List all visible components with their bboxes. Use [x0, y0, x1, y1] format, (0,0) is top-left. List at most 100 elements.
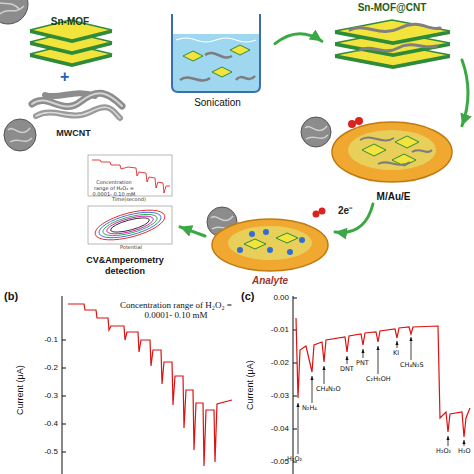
pointer-arrow: [448, 436, 449, 446]
analyte-dot: [237, 247, 243, 253]
node-label: Sn-MOF@CNT: [358, 2, 427, 14]
plot-label: (b): [4, 290, 18, 303]
cv-loop: [101, 210, 159, 240]
plot-label: N₂H₄: [302, 405, 317, 412]
plot-label: DNT: [340, 366, 354, 373]
pointer-arrow: [312, 376, 313, 403]
plot-label: Time(second): [112, 197, 146, 203]
cnt-tubes: [32, 93, 122, 118]
plot-label: H₂O₂: [287, 456, 302, 463]
sonication-beaker: [172, 14, 260, 92]
cnt-tube: [360, 137, 432, 164]
process-node: MWCNT: [22, 88, 125, 140]
axis-title: Current (μA): [15, 365, 25, 415]
process-arrow: [275, 34, 322, 44]
y-axis: [293, 296, 294, 474]
plot-label: KI: [393, 350, 399, 357]
pointer-arrow: [378, 346, 379, 374]
y-axis: [62, 296, 63, 474]
process-node: Analyte: [205, 208, 335, 288]
cv-loop: [92, 204, 168, 246]
plot-label: -0.4: [44, 419, 58, 428]
plot-label: CH₄N₂S: [400, 362, 424, 369]
mof-flake: [276, 233, 298, 243]
cnt-tube: [350, 24, 440, 51]
node-label: Analyte: [252, 275, 288, 287]
modified-electrode: [332, 117, 452, 182]
plot-label: -0.5: [44, 447, 58, 456]
pointer-arrow: [464, 440, 465, 446]
sem-image: [0, 0, 28, 24]
node-label: CV&Amperometry detection: [73, 255, 177, 276]
plot-label: Concentration range of H₂O₂ = 0.0001- 0.…: [91, 180, 137, 197]
cnt-tube: [36, 107, 120, 118]
cv-loop: [109, 215, 150, 235]
oxygen-molecule: [355, 117, 363, 125]
pointer-arrows: [298, 337, 464, 454]
mof-flake: [362, 144, 386, 156]
plot-label: H₂O: [458, 448, 471, 455]
node-label: Sonication: [194, 97, 241, 109]
analyte-dot: [267, 247, 273, 253]
sem-texture: [0, 0, 24, 14]
process-arrow: [335, 204, 373, 232]
process-node: Sonication: [160, 8, 275, 110]
process-arrow: [180, 227, 205, 236]
mof-stack: [30, 20, 112, 67]
pointer-arrow: [411, 337, 412, 360]
gold-electrode: [212, 219, 328, 271]
node-label: Sn-MOF: [51, 16, 89, 28]
oxygen-molecule: [348, 120, 356, 128]
analyte-dot: [287, 249, 293, 255]
plot-label: PNT: [356, 360, 369, 367]
plot-label: CH₄N₂O: [316, 386, 341, 393]
plot-label: H₂O₂: [436, 448, 451, 455]
beaker-outline: [172, 14, 260, 92]
sem-image: [4, 119, 36, 151]
pointer-arrow: [298, 403, 299, 454]
plot-label: -0.05: [271, 457, 289, 466]
plot-label: -0.03: [271, 391, 289, 400]
analyte-dot: [299, 237, 305, 243]
analyte-electrode: [212, 208, 328, 272]
current-trace: [68, 304, 232, 466]
cnt-tube: [32, 93, 122, 106]
plot-label: +: [60, 68, 69, 86]
composite-stack: [335, 20, 450, 69]
pointer-arrow: [397, 341, 398, 348]
plot-label: Concentration range of H₂O₂ = 0.0001- 0.…: [118, 300, 234, 321]
sem-texture: [8, 128, 32, 142]
plot-label: -0.02: [271, 358, 289, 367]
pointer-arrow: [324, 366, 325, 384]
sem-texture: [305, 126, 328, 139]
edge-label: 2e⁻: [338, 205, 352, 217]
analyte-dot: [249, 231, 255, 237]
oxygen-molecule: [319, 208, 326, 215]
plot-label: -0.2: [44, 363, 58, 372]
process-node: Sn-MOF@CNT: [322, 0, 462, 75]
mof-flake: [395, 136, 419, 148]
gold-electrode: [332, 122, 452, 182]
plot-label: -0.3: [44, 391, 58, 400]
mof-flake: [212, 67, 232, 77]
sem-image: [0, 0, 331, 237]
node-label: MWCNT: [56, 128, 91, 138]
inset-cv: [88, 204, 172, 246]
pointer-arrow: [347, 356, 348, 364]
process-node: CV&Amperometry detection: [70, 150, 180, 278]
plot-label: 0.00: [273, 293, 289, 302]
water-ripple: [176, 38, 256, 42]
plot-label: (c): [241, 290, 254, 303]
process-node: Sn-MOF: [22, 14, 118, 70]
plot-label: -0.04: [271, 424, 289, 433]
plot-label: -0.1: [44, 335, 58, 344]
process-node: M/Au/E: [325, 112, 462, 204]
cnt-tube-highlight: [32, 93, 122, 106]
mof-flake: [183, 51, 203, 61]
mof-flake: [230, 45, 250, 55]
oxygen-molecule: [313, 211, 320, 218]
plot-b: [62, 296, 232, 474]
